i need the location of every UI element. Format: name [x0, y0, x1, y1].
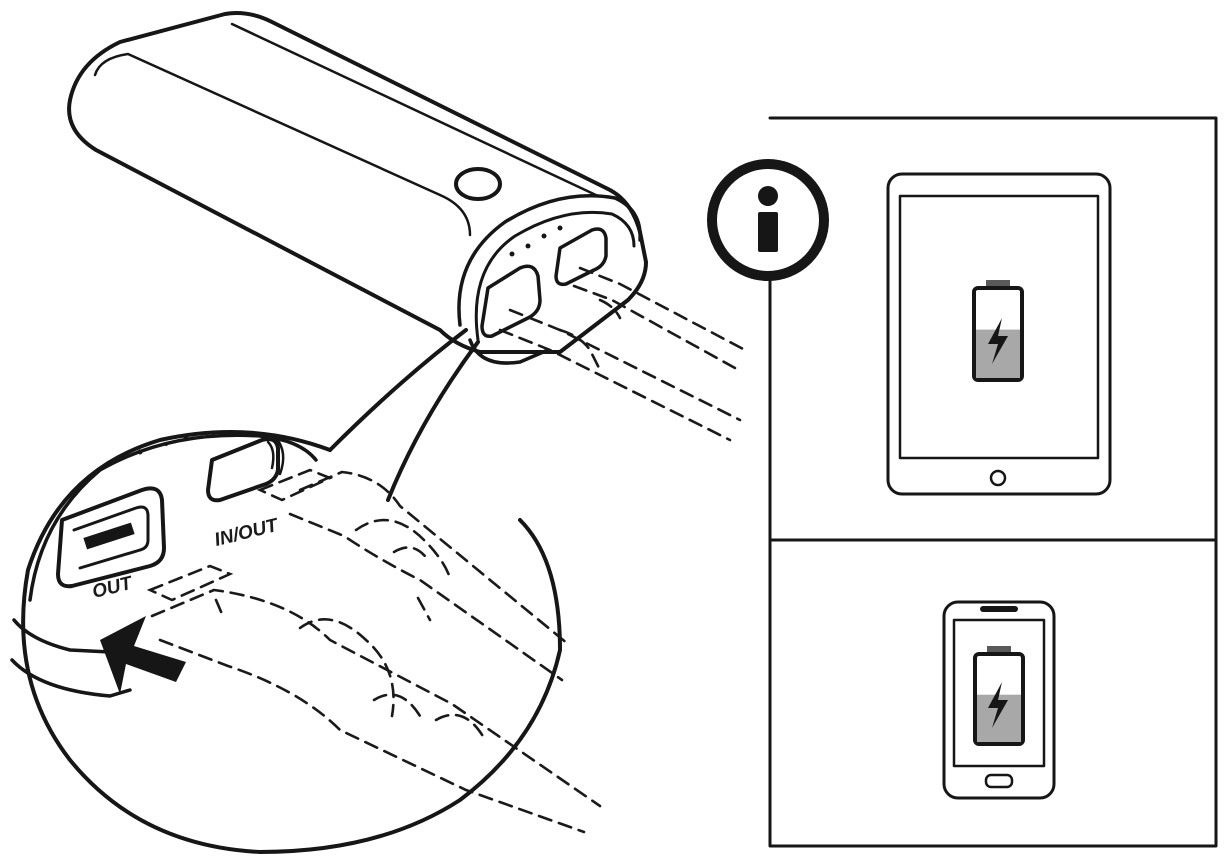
zoom-callout: [21, 328, 562, 854]
indicator-dots: [509, 225, 563, 257]
smartphone-device: [942, 600, 1056, 800]
battery-charging-icon: [973, 646, 1025, 746]
zoomed-indicator-dots: [137, 435, 189, 455]
tablet-device: [886, 172, 1112, 496]
zoomed-cables: [146, 468, 602, 834]
out-port-label: OUT: [90, 573, 135, 603]
battery-charging-icon: [972, 280, 1024, 382]
lightning-bolt-icon: [988, 318, 1008, 364]
power-bank: [67, 11, 648, 365]
inout-port-label: IN/OUT: [212, 515, 281, 551]
out-port-small: [480, 264, 542, 339]
device-panels: [768, 116, 1218, 848]
info-circle-icon: [707, 159, 829, 281]
zoomed-power-bank: OUT IN/OUT: [10, 433, 318, 698]
tablet-home-button-icon: [989, 469, 1007, 487]
main-cables: [498, 266, 747, 442]
smartphone-home-button-icon: [984, 773, 1014, 789]
out-port: OUT: [56, 486, 166, 603]
smartphone-speaker-icon: [980, 606, 1018, 612]
inout-port-small: [554, 227, 608, 287]
insert-arrow-icon: [100, 616, 186, 694]
lightning-bolt-icon: [988, 682, 1008, 728]
power-button-icon: [454, 167, 502, 201]
